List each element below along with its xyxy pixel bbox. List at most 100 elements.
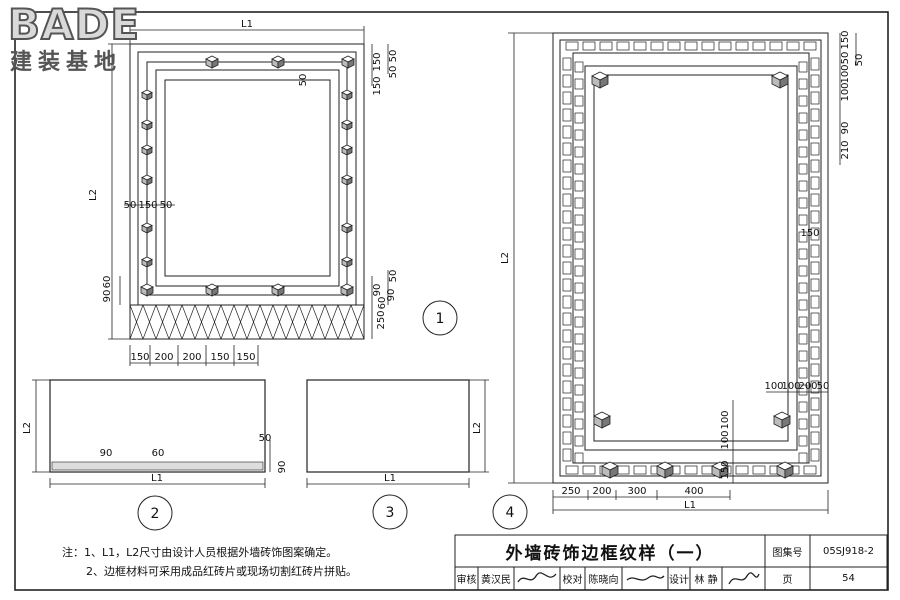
d1-dim-l1: 60 [102,276,113,289]
review-label: 审核 [456,575,477,586]
d1-dim-b1: 200 [154,352,173,363]
d1-L1-label: L1 [241,19,253,30]
detail-1-marker: 1 [422,300,458,336]
lattice-brick [562,380,572,394]
brick-cube-motif [593,411,611,429]
base-zigzag-top [233,304,248,323]
d1-dim-t3: 50 [388,66,399,79]
base-zigzag-top [129,304,144,323]
detail-1-dimensions [108,26,389,366]
brick-cube-motif [271,55,285,69]
lattice-brick [574,248,584,260]
d4-dim-rt0: 150 [840,30,851,49]
base-zigzag-bottom [246,321,261,340]
lattice-brick [798,316,808,328]
lattice-brick [582,41,596,51]
brick-cube-motif [205,55,219,69]
lattice-brick [574,214,584,226]
base-zigzag-top [337,304,352,323]
lattice-brick [562,363,572,377]
d3-L1-label: L1 [384,473,396,484]
lattice-brick [810,74,820,88]
lattice-brick [810,193,820,207]
lattice-brick [562,346,572,360]
lattice-brick [798,231,808,243]
lattice-brick [616,41,630,51]
lattice-brick [562,57,572,71]
lattice-brick [562,244,572,258]
d2-dim-d: 90 [277,461,288,474]
base-zigzag-bottom [259,321,274,340]
d2-dim-a: 90 [100,448,113,459]
brick-cube-motif [141,222,153,234]
lattice-brick [574,384,584,396]
base-zigzag-top [324,304,339,323]
d2-dim-b: 60 [152,448,165,459]
d1-dim-b4: 150 [236,352,255,363]
d4-dim-ll1: 100 [720,430,731,449]
brick-cube-motif [656,461,674,479]
lattice-brick [574,95,584,107]
lattice-brick [574,180,584,192]
base-zigzag-top [246,304,261,323]
lattice-brick [574,231,584,243]
d1-dim-t4: 50 [298,74,309,87]
lattice-brick [798,248,808,260]
d4-dim-rm0: 90 [840,122,851,135]
lattice-brick [810,210,820,224]
base-zigzag-top [168,304,183,323]
lattice-brick [562,142,572,156]
d1-dim-b3: 150 [210,352,229,363]
lattice-brick [810,176,820,190]
lattice-brick [667,41,681,51]
lattice-brick [684,465,698,475]
lattice-brick [574,299,584,311]
lattice-brick [798,350,808,362]
brick-cube-motif [141,256,153,268]
base-zigzag-bottom [207,321,222,340]
lattice-brick [798,299,808,311]
base-zigzag-bottom [194,321,209,340]
title-block: 外墙砖饰边框纹样（一） 图集号 05SJ918-2 审核 黄汉民 校对 陈晓向 … [455,535,887,590]
lattice-brick [562,448,572,462]
d4-dim-b2: 300 [627,486,646,497]
lattice-brick [810,397,820,411]
base-zigzag-top [350,304,365,323]
brick-cube-motif [341,174,353,186]
lattice-brick [633,465,647,475]
detail-4-dimension-text: L2 L1 250 200 300 400 150 50 50 100 100 … [500,30,865,511]
lattice-brick [798,367,808,379]
base-zigzag-bottom [220,321,235,340]
check-label: 校对 [562,575,583,586]
page-number: 54 [842,573,855,584]
lattice-brick [562,74,572,88]
detail-4-frame [552,32,829,484]
d2-L2-label: L2 [22,422,33,434]
d2-L1-label: L1 [151,473,163,484]
detail-1-base-pattern [129,304,365,340]
lattice-brick [718,41,732,51]
lattice-brick [574,61,584,73]
lattice-brick [562,91,572,105]
lattice-brick [810,91,820,105]
atlas-label: 图集号 [772,547,803,559]
lattice-brick [565,41,579,51]
base-zigzag-top [155,304,170,323]
lattice-brick [633,41,647,51]
lattice-brick [574,265,584,277]
detail-2-dimension-text: L2 L1 90 60 50 90 [22,422,288,484]
lattice-brick [810,278,820,292]
base-zigzag-bottom [155,321,170,340]
brick-cube-motif [141,144,153,156]
lattice-brick [810,329,820,343]
title-block-grid [454,534,888,591]
base-zigzag-bottom [350,321,365,340]
reviewer-name: 黄汉民 [481,575,511,586]
lattice-brick [599,41,613,51]
lattice-brick [574,282,584,294]
lattice-brick [810,244,820,258]
lattice-brick [810,125,820,139]
signature-mark [727,571,760,584]
brick-cube-motif [711,461,729,479]
